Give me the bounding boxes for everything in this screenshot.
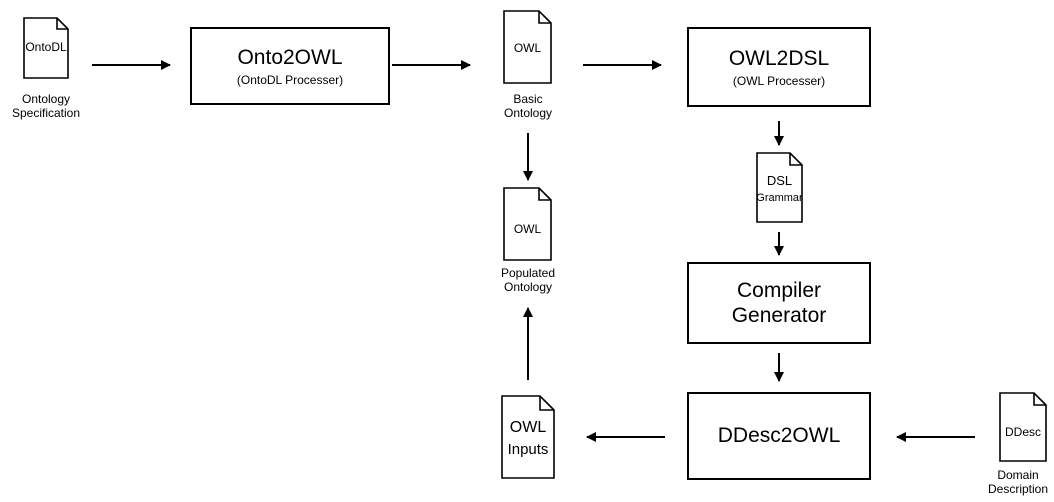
caption-line: Ontology xyxy=(503,280,553,295)
owl-populated-label: OWL xyxy=(513,222,542,236)
compiler-title-line1: Compiler xyxy=(736,278,822,302)
compiler-generator-box: Compiler Generator xyxy=(687,262,871,344)
caption-line: Ontology xyxy=(503,106,553,121)
owl-basic-caption: Basic Ontology xyxy=(488,92,568,121)
ddesc2owl-box: DDesc2OWL xyxy=(687,392,871,480)
document-icon xyxy=(999,392,1047,462)
document-icon xyxy=(503,10,552,84)
owl-populated-document: OWL xyxy=(503,187,552,261)
onto2owl-subtitle: (OntoDL Processer) xyxy=(236,73,344,88)
caption-line: Populated xyxy=(500,266,556,280)
caption-line: Specification xyxy=(11,106,81,121)
compiler-title-line2: Generator xyxy=(731,304,827,327)
ddesc2owl-title: DDesc2OWL xyxy=(717,424,841,448)
document-icon xyxy=(756,152,803,223)
document-icon xyxy=(501,395,555,479)
document-icon xyxy=(503,187,552,261)
ddesc-label: DDesc xyxy=(1004,425,1041,439)
caption-line: Domain xyxy=(997,468,1039,482)
dsl-grammar-document: DSL Grammar xyxy=(756,152,803,223)
caption-line: Basic xyxy=(513,92,543,106)
document-icon xyxy=(23,17,69,79)
owl-inputs-document: OWL Inputs xyxy=(501,395,555,479)
owl2dsl-subtitle: (OWL Processer) xyxy=(732,74,826,89)
owl-populated-caption: Populated Ontology xyxy=(485,266,571,295)
owl-basic-label: OWL xyxy=(513,41,542,55)
owl2dsl-title: OWL2DSL xyxy=(728,46,830,70)
owl-basic-document: OWL xyxy=(503,10,552,84)
caption-line: Description xyxy=(987,482,1049,497)
owl-inputs-label-line1: OWL xyxy=(509,419,547,436)
ontodl-label: OntoDL xyxy=(25,40,67,54)
grammar-label: Grammar xyxy=(756,192,803,204)
owl2dsl-box: OWL2DSL (OWL Processer) xyxy=(687,27,871,107)
ontodl-document: OntoDL xyxy=(23,17,69,79)
dsl-label: DSL xyxy=(766,173,793,188)
onto2owl-title: Onto2OWL xyxy=(237,45,343,69)
owl-inputs-label-line2: Inputs xyxy=(507,441,549,458)
onto2owl-box: Onto2OWL (OntoDL Processer) xyxy=(190,27,390,105)
caption-line: Ontology xyxy=(21,92,71,106)
ddesc-caption: Domain Description xyxy=(982,468,1054,497)
ontodl-caption: Ontology Specification xyxy=(0,92,92,121)
ddesc-document: DDesc xyxy=(999,392,1047,462)
